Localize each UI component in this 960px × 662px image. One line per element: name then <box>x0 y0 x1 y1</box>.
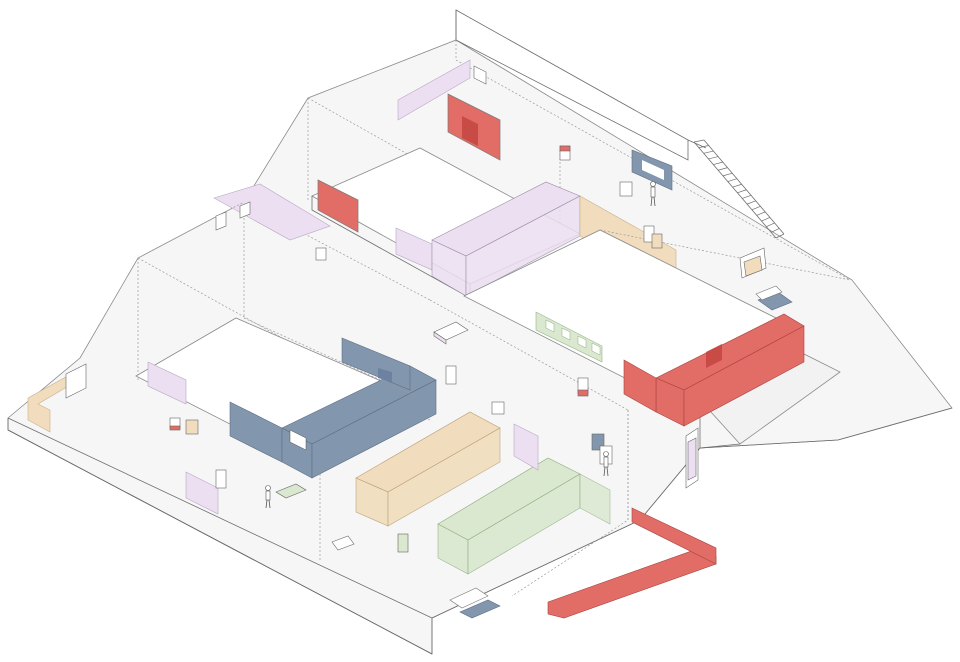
stair-step <box>732 183 742 188</box>
green-panel-window <box>545 319 555 333</box>
green-panel-window <box>561 327 571 341</box>
white-plinth-right <box>755 285 783 301</box>
white-plinth-bottom <box>449 587 489 609</box>
lilac-panel-top <box>397 59 471 121</box>
red-ramp <box>547 507 717 619</box>
middle-hall-volume <box>137 201 629 520</box>
visitor-figures <box>265 181 656 509</box>
stair-step <box>698 145 709 148</box>
stair-step <box>766 222 775 228</box>
lower-boundary-wall <box>7 429 433 655</box>
stair-step <box>756 211 766 216</box>
stair-step <box>771 228 780 233</box>
green-bench-volume <box>437 457 611 575</box>
stair-step <box>722 172 733 177</box>
lilac-bench-volume <box>431 181 581 297</box>
stair-step <box>708 156 719 160</box>
blue-panel-upper-inner <box>642 160 664 180</box>
stair-step <box>742 194 752 199</box>
stair-step <box>718 167 728 171</box>
stair-step <box>713 161 723 165</box>
wall-screens <box>65 65 767 489</box>
plinths <box>169 145 663 553</box>
lilac-panel-left <box>213 183 331 241</box>
green-panel-window <box>591 342 601 356</box>
stair-step <box>727 178 738 182</box>
stair-step <box>693 139 705 143</box>
lilac-panel-lower-mid <box>513 423 539 471</box>
red-door-upper-inner <box>462 116 478 146</box>
exterior-stair <box>693 139 785 239</box>
blue-l-volume <box>229 337 437 479</box>
lilac-panel-lower-left <box>185 471 219 515</box>
red-l-volume <box>623 313 805 427</box>
stair-step <box>746 200 756 205</box>
lower-hall-outline <box>243 317 629 597</box>
stair-step <box>775 233 785 239</box>
lilac-panel-left-room <box>147 361 187 405</box>
stair-step <box>703 150 714 154</box>
beige-bench-volume <box>355 411 501 527</box>
stair-step <box>761 217 771 222</box>
red-panel-upper-left <box>317 179 359 233</box>
stair-step <box>751 206 761 211</box>
stair-step <box>737 189 747 194</box>
green-panel-window <box>577 335 587 349</box>
blue-plinth-bottom <box>459 599 501 619</box>
